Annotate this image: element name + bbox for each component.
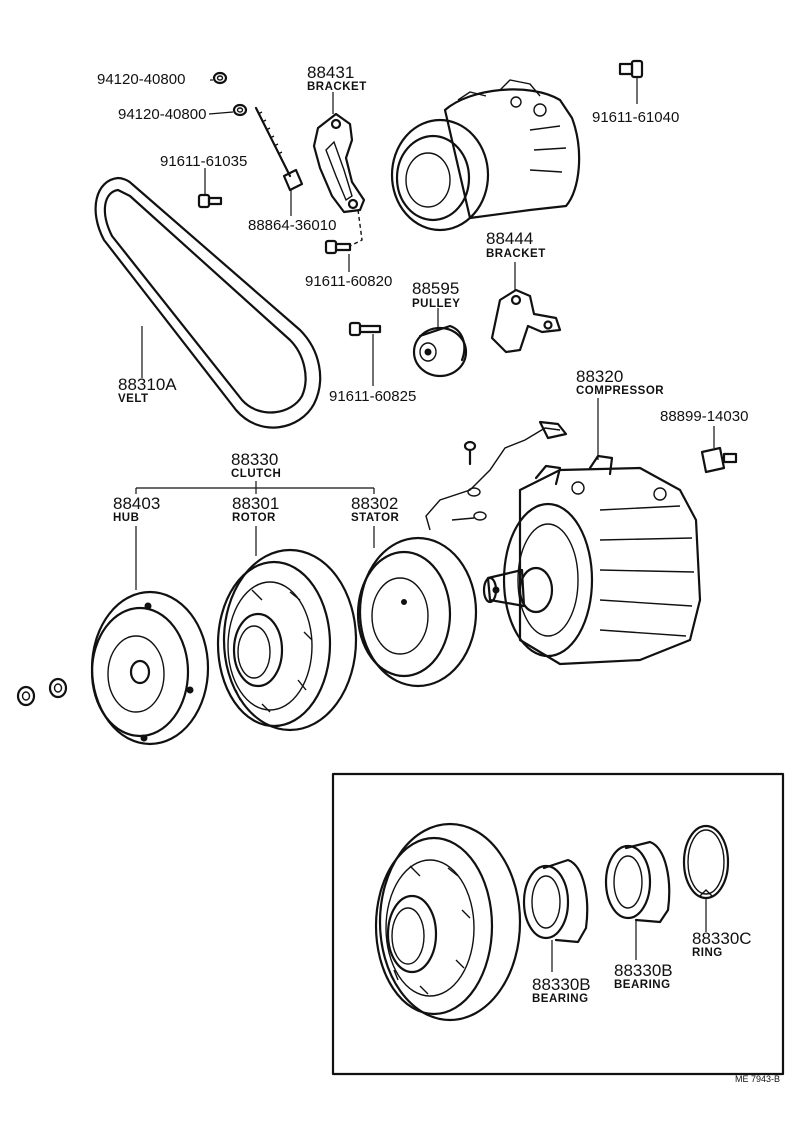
bracket-88431 xyxy=(312,112,366,214)
label-ring-number: 88330C xyxy=(692,929,752,948)
hub-washer xyxy=(48,677,68,699)
bolt-91611-60820 xyxy=(324,239,352,255)
label-hub-name: HUB xyxy=(113,512,139,524)
label-compressor-name: COMPRESSOR xyxy=(576,385,664,397)
v-belt-88310a xyxy=(94,176,322,429)
compressor-top-view xyxy=(390,79,581,232)
label-bolt-61035: 91611-61035 xyxy=(160,153,247,170)
bolt-91611-60825 xyxy=(348,321,382,337)
label-stator-number: 88302 xyxy=(351,494,398,513)
label-belt-name: VELT xyxy=(118,393,149,405)
label-rotor-name: ROTOR xyxy=(232,512,276,524)
bracket-88444 xyxy=(490,288,562,354)
label-bearing-a-number: 88330B xyxy=(532,975,591,994)
switch-88899-14030 xyxy=(700,446,738,474)
inset-bearing-a xyxy=(522,858,589,944)
label-nut-b: 94120-40800 xyxy=(118,106,206,123)
label-bracket-88431-number: 88431 xyxy=(307,63,354,82)
detail-inset-box xyxy=(331,772,785,1076)
inset-rotor xyxy=(374,822,522,1022)
nut-b xyxy=(232,103,248,117)
hub-nut xyxy=(16,685,36,707)
bolt-91611-61040 xyxy=(618,59,644,79)
small-screw xyxy=(463,440,477,466)
label-bolt-60820: 91611-60820 xyxy=(305,273,392,290)
leader-nut-b xyxy=(208,111,234,115)
clutch-hub-88403 xyxy=(90,590,210,746)
wire-harness xyxy=(425,420,568,531)
inset-snap-ring xyxy=(682,824,730,900)
label-clutch-number: 88330 xyxy=(231,450,278,469)
compressor-88320 xyxy=(482,454,702,666)
label-bearing-b-name: BEARING xyxy=(614,979,671,991)
diagram-code: ME 7943-B xyxy=(735,1074,780,1084)
nut-a xyxy=(212,71,228,85)
label-pulley-number: 88595 xyxy=(412,279,459,298)
label-bolt-61040: 91611-61040 xyxy=(592,109,679,126)
label-bolt-60825: 91611-60825 xyxy=(329,388,416,405)
label-hub-number: 88403 xyxy=(113,494,160,513)
label-bracket-88444-name: BRACKET xyxy=(486,248,546,260)
clutch-stator-88302 xyxy=(356,536,478,688)
label-stator-name: STATOR xyxy=(351,512,400,524)
label-compressor-number: 88320 xyxy=(576,367,623,386)
dashed-line-bracket xyxy=(349,209,363,247)
label-rotor-number: 88301 xyxy=(232,494,279,513)
inset-bearing-b xyxy=(604,840,671,924)
label-bracket-88431-name: BRACKET xyxy=(307,81,367,93)
adjusting-bolt-88864-36010 xyxy=(254,106,304,192)
label-bearing-b-number: 88330B xyxy=(614,961,673,980)
label-bolt-36010: 88864-36010 xyxy=(248,217,336,234)
clutch-group-bracket xyxy=(135,481,375,494)
label-bearing-a-name: BEARING xyxy=(532,993,589,1005)
label-clutch-name: CLUTCH xyxy=(231,468,281,480)
label-bracket-88444-number: 88444 xyxy=(486,229,533,248)
clutch-rotor-88301 xyxy=(216,548,358,732)
label-belt-number: 88310A xyxy=(118,375,177,394)
bolt-91611-61035 xyxy=(197,193,223,209)
idler-pulley-88595 xyxy=(412,324,468,378)
label-ring-name: RING xyxy=(692,947,723,959)
label-pulley-name: PULLEY xyxy=(412,298,460,310)
label-nut-a: 94120-40800 xyxy=(97,71,185,88)
label-switch-14030: 88899-14030 xyxy=(660,408,748,425)
